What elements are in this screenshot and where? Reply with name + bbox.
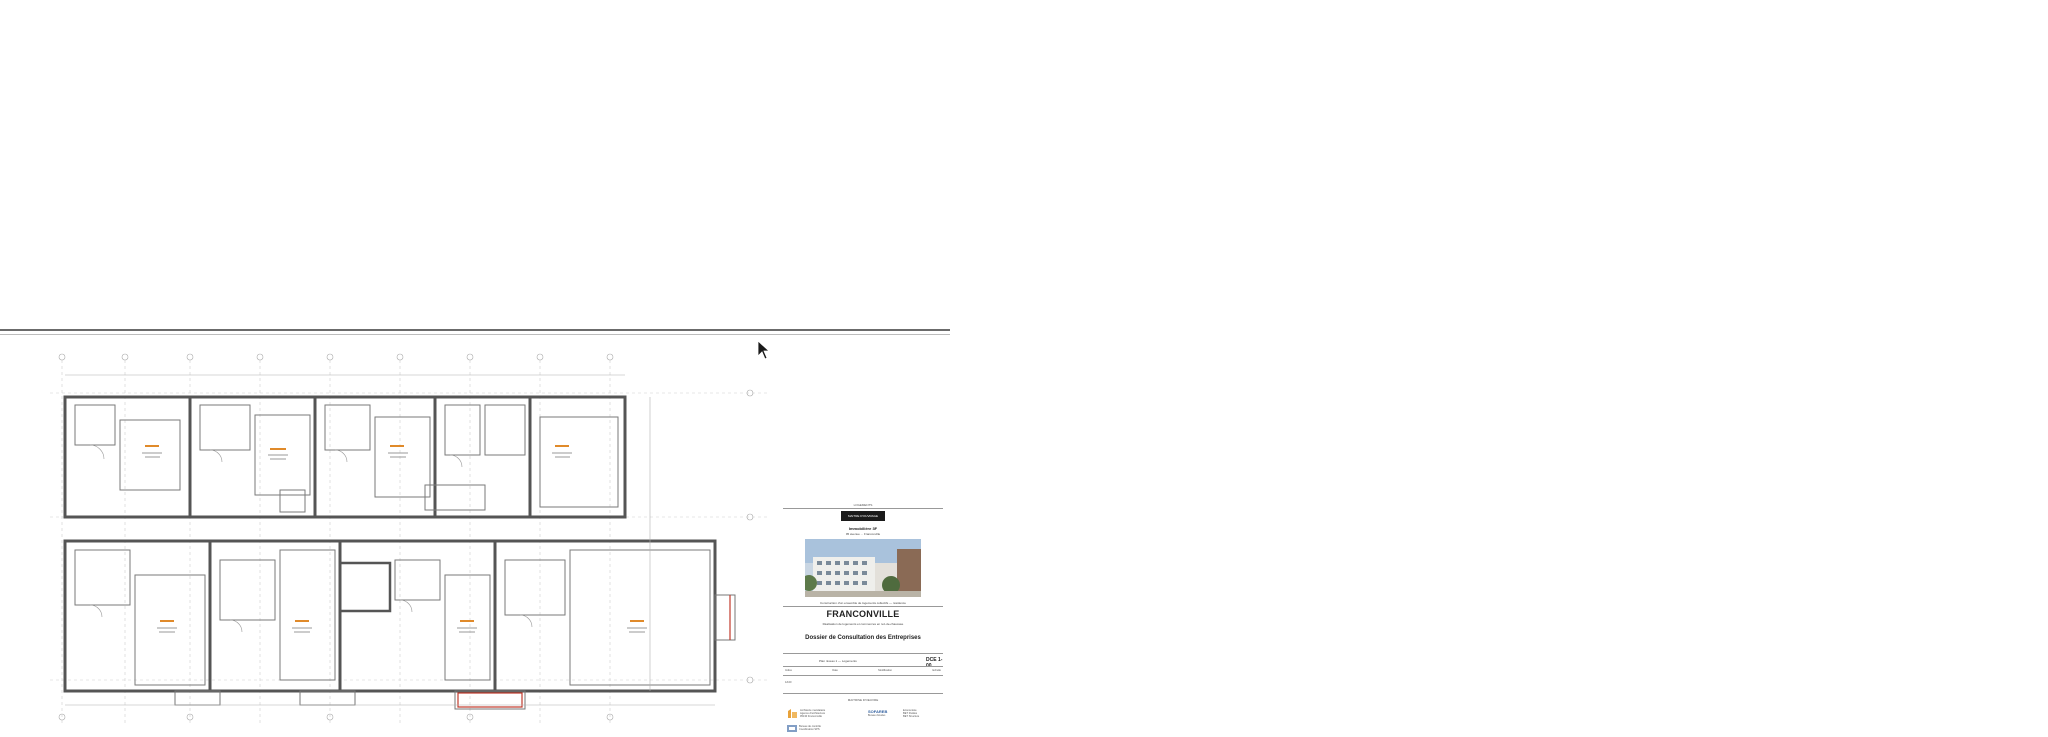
- floor-plan-drawing: [50, 353, 770, 725]
- architect-info: Architecte mandataire Agence d'architect…: [800, 709, 825, 719]
- consultant-line: BET Fluides: [903, 712, 918, 716]
- consultant-line: Economiste: [903, 709, 917, 712]
- divider: [783, 508, 943, 509]
- viewer-top-border-secondary: [0, 334, 950, 335]
- control-office-logo-icon: [787, 725, 797, 732]
- room-labels: [142, 452, 647, 633]
- interior-partitions: [74, 404, 711, 686]
- dimension-lines: [65, 374, 715, 706]
- project-city: FRANCONVILLE: [826, 609, 900, 619]
- control-office-line: Coordination SPS: [799, 728, 820, 732]
- architect-line: 95130 Franconville: [800, 715, 822, 719]
- scale-note: 1/100: [785, 681, 792, 684]
- consultant-line: BET Structure: [903, 715, 920, 719]
- sheet-number: DCE 1-00: [926, 657, 943, 669]
- plan-name: Plan niveau 1 — Logements: [819, 659, 857, 663]
- client-name: Immobilière 3F: [848, 526, 878, 531]
- architect-logo-icon: [787, 708, 798, 719]
- project-subtitle: Réalisation de logements et commerces en…: [822, 622, 904, 626]
- revision-col: Modification: [878, 669, 893, 672]
- door-swings: [89, 444, 533, 633]
- room-annotations: [145, 445, 644, 622]
- title-block-header: LOGEMENTS: [853, 503, 873, 507]
- revision-col: Date: [832, 669, 838, 672]
- revision-row: Indice Date Modification Echelle: [785, 669, 941, 672]
- architect-line: Agence d'architecture: [800, 712, 826, 716]
- project-phase: Dossier de Consultation des Entreprises: [805, 635, 921, 641]
- mouse-pointer-icon: [757, 340, 771, 360]
- control-office-info: Bureau de contrôle Coordination SPS: [799, 725, 821, 731]
- architect-line: Architecte mandataire: [800, 709, 826, 712]
- control-office-line: Bureau de contrôle: [799, 725, 821, 728]
- revision-col: Echelle: [932, 669, 941, 672]
- revision-col: Indice: [785, 669, 792, 672]
- viewer-top-border: [0, 329, 950, 331]
- engineering-subtitle: Bureau d'études: [868, 714, 886, 717]
- consultants-list: Economiste BET Fluides BET Structure: [903, 709, 919, 719]
- title-block: LOGEMENTS MAITRE D'OUVRAGE Immobilière 3…: [783, 503, 943, 737]
- divider: [783, 606, 943, 607]
- divider: [783, 666, 943, 667]
- team-header: MAITRISE D'OEUVRE: [847, 698, 879, 702]
- engineering-logo: SOFAREB: [868, 709, 888, 714]
- project-rendering: [805, 539, 921, 597]
- grid-bubbles: [58, 353, 754, 721]
- client-tag: MAITRE D'OUVRAGE: [841, 511, 885, 521]
- divider: [783, 693, 943, 694]
- divider: [783, 675, 943, 676]
- divider: [783, 653, 943, 654]
- balcony-accents: [457, 595, 731, 708]
- client-address: 95 avenue ... Franconville: [845, 532, 881, 536]
- project-description: Construction d'un ensemble de logements …: [820, 601, 906, 605]
